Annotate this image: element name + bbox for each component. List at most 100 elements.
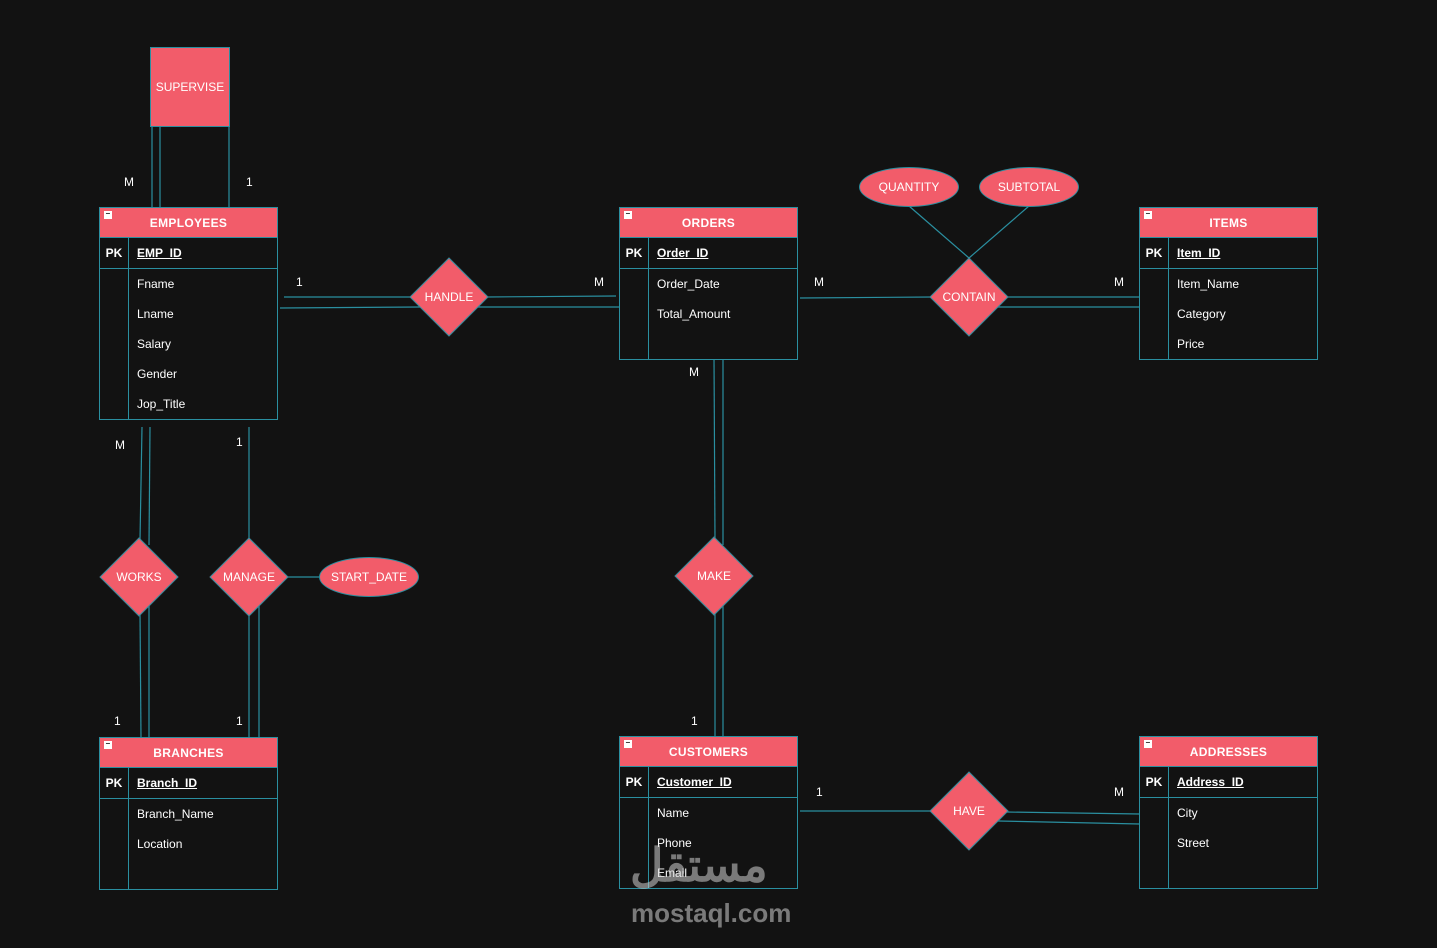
cardinality-label: M — [594, 275, 604, 289]
attribute-row[interactable]: Location — [129, 829, 277, 859]
attribute-label: QUANTITY — [878, 180, 940, 194]
attribute-field: Category — [1177, 307, 1226, 321]
watermark-latin: mostaql.com — [631, 898, 792, 928]
key-column — [100, 269, 129, 419]
cardinality-label: M — [814, 275, 824, 289]
primary-key-row[interactable]: PK EMP_ID — [100, 238, 277, 269]
entity-header[interactable]: − ORDERS — [620, 208, 797, 238]
cardinality-label: 1 — [246, 175, 253, 189]
entity-title: ADDRESSES — [1189, 744, 1268, 759]
pk-label: PK — [100, 768, 129, 798]
collapse-icon[interactable]: − — [1144, 738, 1152, 748]
cardinality-label: 1 — [236, 714, 243, 728]
collapse-icon[interactable]: − — [1144, 209, 1152, 219]
cardinality-label: M — [1114, 785, 1124, 799]
relationship-supervise[interactable]: SUPERVISE — [150, 47, 230, 127]
attribute-row[interactable]: Order_Date — [649, 269, 797, 299]
attribute-row[interactable]: Jop_Title — [129, 389, 277, 419]
attribute-subtotal[interactable]: SUBTOTAL — [979, 167, 1079, 207]
entity-title: BRANCHES — [153, 745, 224, 760]
entity-header[interactable]: − ADDRESSES — [1140, 737, 1317, 767]
attribute-field: Jop_Title — [137, 397, 186, 411]
attribute-field: Lname — [137, 307, 174, 321]
collapse-icon[interactable]: − — [104, 739, 112, 749]
cardinality-label: M — [124, 175, 134, 189]
attribute-row[interactable]: Salary — [129, 329, 277, 359]
pk-label: PK — [1140, 238, 1169, 268]
cardinality-label: 1 — [296, 275, 303, 289]
pk-label: PK — [620, 767, 649, 797]
pk-field: Address_ID — [1177, 775, 1244, 789]
attribute-label: SUBTOTAL — [997, 180, 1061, 194]
entity-header[interactable]: −EMPLOYEES — [100, 208, 277, 238]
attribute-row[interactable]: Item_Name — [1169, 269, 1317, 299]
relationship-label-make: MAKE — [696, 569, 731, 583]
collapse-icon[interactable]: − — [624, 209, 632, 219]
attribute-row[interactable]: Total_Amount — [649, 299, 797, 329]
attribute-field: Phone — [657, 836, 692, 850]
pk-label: PK — [100, 238, 129, 268]
attribute-row[interactable]: City — [1169, 798, 1317, 828]
attribute-row[interactable]: Street — [1169, 828, 1317, 858]
attribute-row[interactable]: Fname — [129, 269, 277, 299]
pk-label: PK — [620, 238, 649, 268]
attribute-start-date[interactable]: START_DATE — [319, 557, 419, 597]
attribute-row[interactable]: Phone — [649, 828, 797, 858]
entity-title: CUSTOMERS — [668, 744, 749, 759]
key-column — [620, 798, 649, 888]
attribute-row[interactable]: Gender — [129, 359, 277, 389]
relationship-label-have: HAVE — [953, 804, 985, 818]
key-column — [620, 269, 649, 359]
attribute-row[interactable]: Name — [649, 798, 797, 828]
attribute-row[interactable]: Branch_Name — [129, 799, 277, 829]
key-column — [1140, 269, 1169, 359]
attribute-row[interactable]: Email — [649, 858, 797, 888]
pk-field: EMP_ID — [137, 246, 182, 260]
attribute-field: Item_Name — [1177, 277, 1240, 291]
pk-field: Order_ID — [657, 246, 709, 260]
attribute-row[interactable]: Category — [1169, 299, 1317, 329]
attribute-field: Name — [657, 806, 690, 820]
entity-header[interactable]: −ITEMS — [1140, 208, 1317, 238]
attribute-field: Gender — [137, 367, 178, 381]
relationship-label-works: WORKS — [116, 570, 162, 584]
cardinality-label: 1 — [691, 714, 698, 728]
cardinality-label: 1 — [816, 785, 823, 799]
primary-key-row[interactable]: PK Order_ID — [620, 238, 797, 269]
cardinality-label: 1 — [114, 714, 121, 728]
entity-header[interactable]: − CUSTOMERS — [620, 737, 797, 767]
key-column — [100, 799, 129, 889]
relationship-label-contain: CONTAIN — [942, 290, 996, 304]
entity-title: ORDERS — [681, 215, 736, 230]
attribute-row[interactable]: Lname — [129, 299, 277, 329]
attribute-field: Street — [1177, 836, 1210, 850]
attribute-quantity[interactable]: QUANTITY — [859, 167, 959, 207]
empty-row — [1169, 858, 1317, 888]
attribute-row[interactable]: Price — [1169, 329, 1317, 359]
relationship-label: SUPERVISE — [155, 80, 225, 94]
empty-row — [649, 329, 797, 359]
attribute-field: Order_Date — [657, 277, 720, 291]
collapse-icon[interactable]: − — [624, 738, 632, 748]
watermark-arabic: مستقل — [630, 839, 768, 891]
empty-row — [129, 859, 277, 889]
entity-header[interactable]: − BRANCHES — [100, 738, 277, 768]
cardinality-label: M — [689, 365, 699, 379]
cardinality-label: M — [115, 438, 125, 452]
collapse-icon[interactable]: − — [104, 209, 112, 219]
